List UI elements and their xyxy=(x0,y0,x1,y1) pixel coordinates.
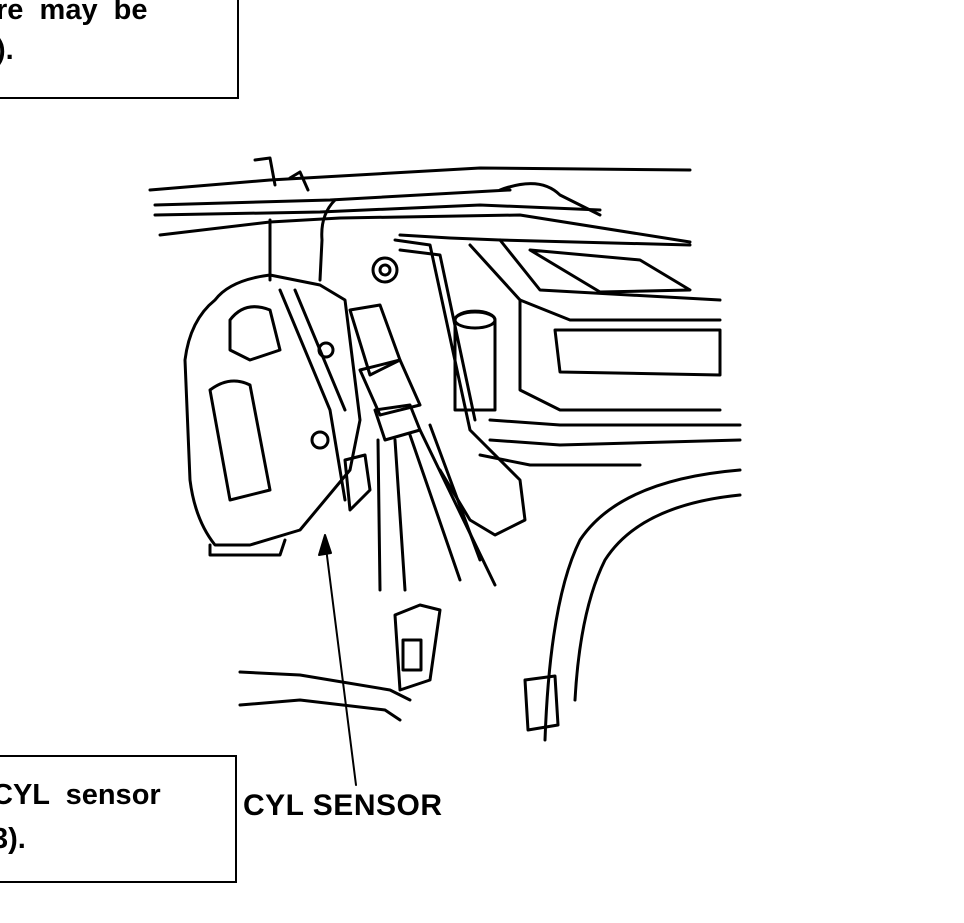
connector-harness xyxy=(343,303,497,592)
coolant-pipe xyxy=(523,468,742,742)
cyl-sensor-label: CYL SENSOR xyxy=(243,789,443,822)
note-top-line2: ). xyxy=(0,34,14,66)
distributor xyxy=(183,273,362,557)
hoses xyxy=(148,156,692,282)
mounting-bracket xyxy=(371,238,527,537)
note-box-bottom: CYL sensor 3). xyxy=(0,755,237,883)
sensor-connector xyxy=(238,603,442,722)
note-bottom-line1: CYL sensor xyxy=(0,779,161,811)
callout-arrow xyxy=(318,534,357,786)
intake-manifold xyxy=(398,233,742,467)
note-bottom-line2: 3). xyxy=(0,823,26,855)
note-top-line1: re may be xyxy=(0,0,148,26)
note-box-top: re may be ). xyxy=(0,0,239,99)
